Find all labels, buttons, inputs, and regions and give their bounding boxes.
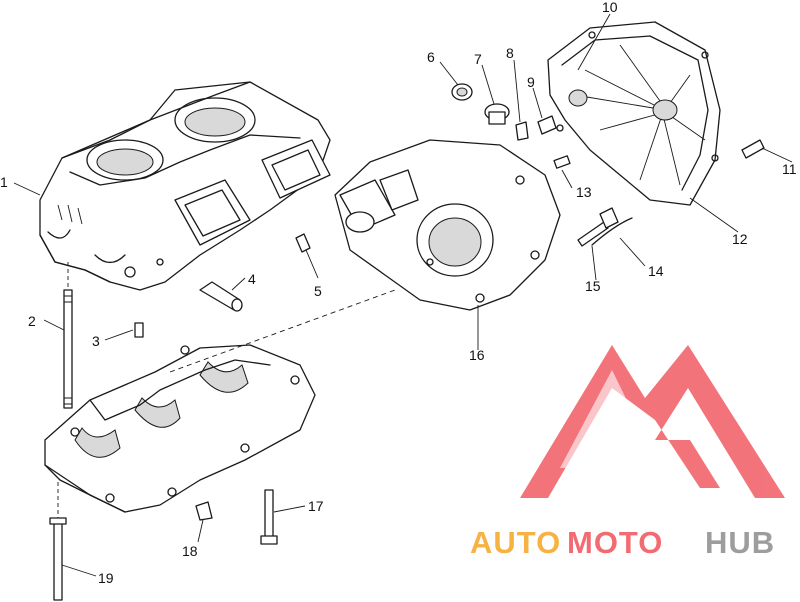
lower-crankcase-part [44,344,316,513]
callout-labels: 1 2 3 4 5 6 7 8 9 10 11 12 13 14 15 16 1… [0,0,797,586]
upper-crankcase-part [39,81,331,291]
watermark-text-hub: HUB [705,525,775,560]
watermark-wordmark: AUTO MOTO HUB [470,525,775,560]
callout-8: 8 [506,45,514,61]
leader-lines [13,13,793,577]
callout-11: 11 [782,161,797,177]
callout-7: 7 [474,51,482,67]
callout-12: 12 [732,231,748,247]
clutch-cover-part [547,21,721,206]
callout-15: 15 [585,278,601,294]
stud-part-19 [49,517,67,601]
callout-3: 3 [92,333,100,349]
callout-19: 19 [98,570,114,586]
callout-14: 14 [648,263,664,279]
watermark-text-auto: AUTO [470,525,561,560]
callout-10: 10 [602,0,618,15]
callout-13: 13 [576,184,592,200]
stator-housing-part [334,139,561,311]
cap-part-7 [484,103,510,125]
fitting-part-9 [537,115,557,135]
triangle-m-logo-icon [520,345,785,498]
bolt-part-11 [741,139,765,159]
pin-part-13 [553,155,571,169]
fitting-part-4 [199,281,243,312]
bolt-part-17 [260,489,278,545]
dowel-part-3 [134,322,144,338]
gasket-part-14 [591,217,633,246]
callout-4: 4 [248,271,256,287]
callout-5: 5 [314,283,322,299]
plug-part-5 [295,233,311,253]
stud-part-2 [63,289,73,409]
bolt-part-8 [515,121,529,141]
bolt-part-15 [577,207,619,247]
callout-1: 1 [0,174,8,190]
watermark-text-moto: MOTO [567,525,663,560]
callout-17: 17 [308,498,324,514]
callout-9: 9 [527,74,535,90]
callout-18: 18 [182,543,198,559]
callout-6: 6 [427,49,435,65]
callout-16: 16 [469,347,485,363]
callout-2: 2 [28,313,36,329]
plug-part-18 [195,501,213,521]
seal-part-6 [451,83,473,101]
